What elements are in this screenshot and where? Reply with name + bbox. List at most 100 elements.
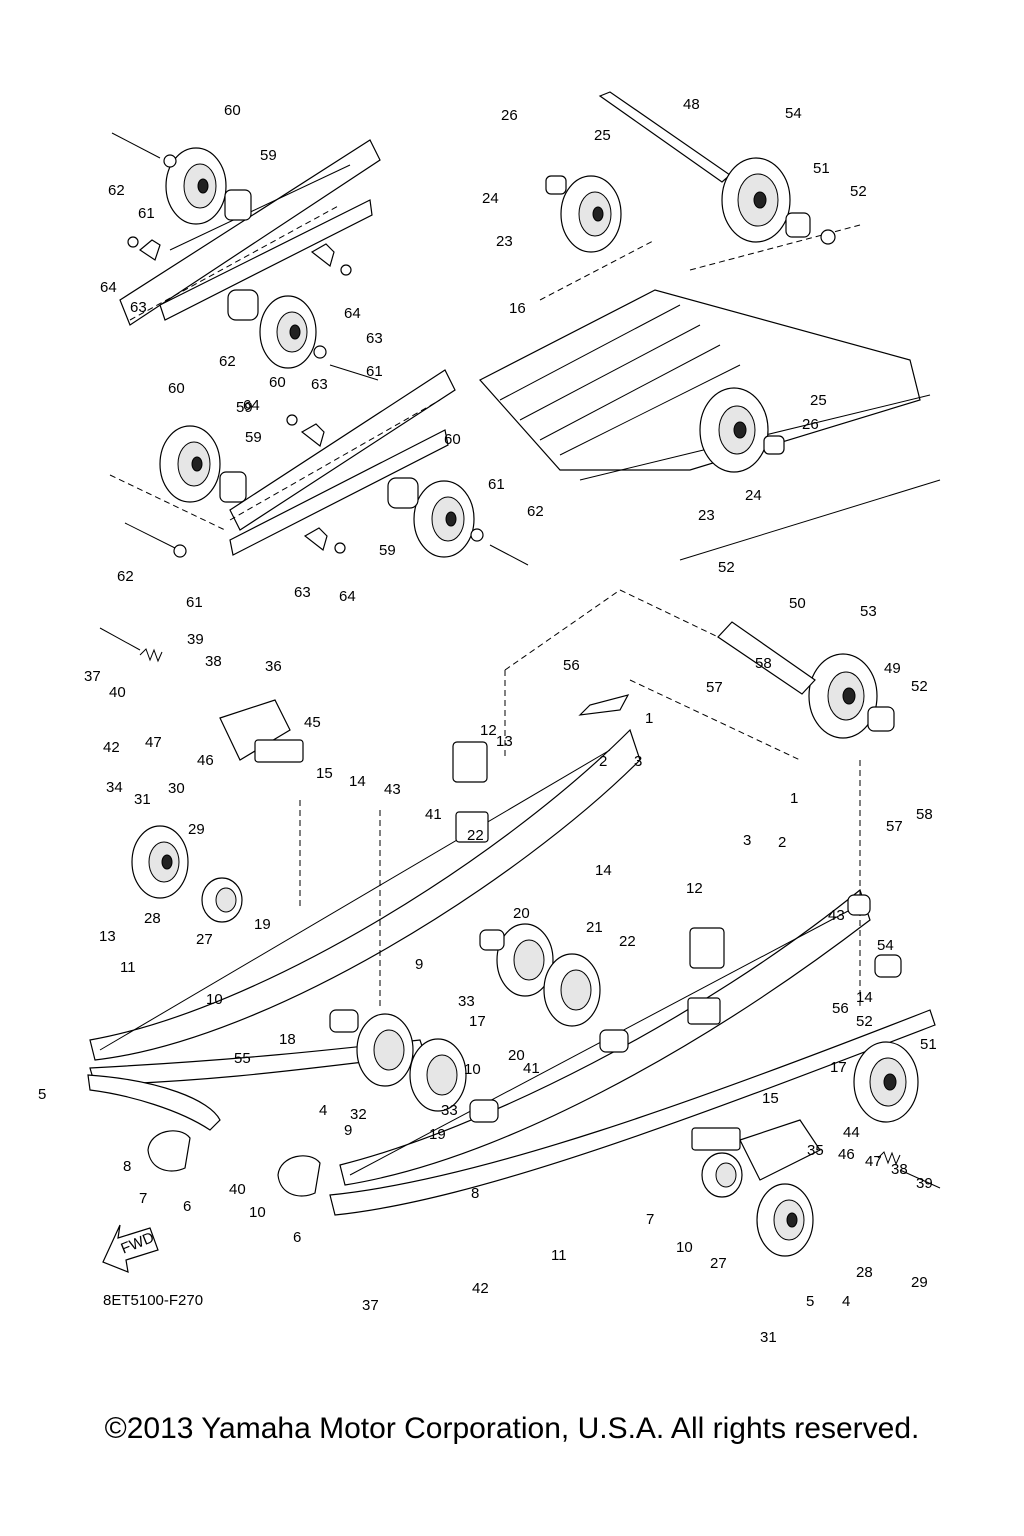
callout-8: 8 (123, 1158, 131, 1175)
callout-15: 15 (762, 1090, 779, 1107)
callout-26: 26 (802, 416, 819, 433)
upper-left-rail (109, 139, 456, 556)
callout-46: 46 (838, 1146, 855, 1163)
wheel-30-right (756, 1183, 814, 1257)
housing-35 (691, 1119, 821, 1181)
callout-49: 49 (884, 660, 901, 677)
callout-52: 52 (911, 678, 928, 695)
callout-3: 3 (743, 832, 751, 849)
callout-37: 37 (362, 1297, 379, 1314)
callout-43: 43 (828, 907, 845, 924)
callout-2: 2 (599, 753, 607, 770)
callout-64: 64 (100, 279, 117, 296)
copyright-notice: ©2013 Yamaha Motor Corporation, U.S.A. A… (104, 1412, 920, 1445)
callout-38: 38 (205, 653, 222, 670)
callout-9: 9 (415, 956, 423, 973)
callout-52: 52 (718, 559, 735, 576)
callout-20: 20 (508, 1047, 525, 1064)
callout-1: 1 (645, 710, 653, 727)
wheel-60a (165, 147, 227, 225)
callout-24: 24 (745, 487, 762, 504)
callout-59: 59 (236, 399, 253, 416)
wheels-21 (496, 923, 601, 1027)
wheel-28-right (701, 1152, 743, 1198)
callout-60: 60 (444, 431, 461, 448)
callout-51: 51 (920, 1036, 937, 1053)
callout-31: 31 (134, 791, 151, 808)
callout-26: 26 (501, 107, 518, 124)
callout-10: 10 (676, 1239, 693, 1256)
wheels-18 (356, 1013, 467, 1112)
reference-code: 8ET5100-F270 (103, 1292, 204, 1309)
wheel-60c (159, 425, 221, 503)
callout-56: 56 (563, 657, 580, 674)
callout-59: 59 (245, 429, 262, 446)
callout-46: 46 (197, 752, 214, 769)
collars-59 (219, 189, 419, 509)
callout-17: 17 (469, 1013, 486, 1030)
callout-43: 43 (384, 781, 401, 798)
callout-18: 18 (279, 1031, 296, 1048)
callout-4: 4 (319, 1102, 327, 1119)
callout-52: 52 (850, 183, 867, 200)
callout-47: 47 (865, 1153, 882, 1170)
callout-14: 14 (349, 773, 366, 790)
callout-39: 39 (187, 631, 204, 648)
callout-62: 62 (108, 182, 125, 199)
wheel-30-left (131, 825, 189, 899)
callout-5: 5 (806, 1293, 814, 1310)
callout-58: 58 (755, 655, 772, 672)
wheel-60d (413, 480, 475, 558)
callout-3: 3 (634, 753, 642, 770)
callout-61: 61 (138, 205, 155, 222)
callout-16: 16 (509, 300, 526, 317)
callout-64: 64 (339, 588, 356, 605)
wheel-53 (808, 653, 878, 739)
callout-42: 42 (103, 739, 120, 756)
wheel-23-bottom (699, 387, 769, 473)
callout-55: 55 (234, 1050, 251, 1067)
callout-2: 2 (778, 834, 786, 851)
wheel-54-lower (853, 1041, 919, 1123)
callout-45: 45 (304, 714, 321, 731)
callout-20: 20 (513, 905, 530, 922)
shaft-50 (717, 621, 816, 695)
callout-23: 23 (496, 233, 513, 250)
callout-13: 13 (496, 733, 513, 750)
shafts-misc (329, 694, 902, 1123)
fwd-arrow-icon: FWD (102, 1224, 159, 1273)
callout-24: 24 (482, 190, 499, 207)
callout-50: 50 (789, 595, 806, 612)
callout-6: 6 (293, 1229, 301, 1246)
callout-7: 7 (646, 1211, 654, 1228)
callout-22: 22 (619, 933, 636, 950)
wheel-28-left (201, 877, 243, 923)
callout-33: 33 (441, 1102, 458, 1119)
springs (99, 627, 941, 1189)
front-guides-6 (147, 1130, 321, 1197)
slide-rail-left (87, 728, 641, 1131)
callout-22: 22 (467, 827, 484, 844)
callout-23: 23 (698, 507, 715, 524)
callout-31: 31 (760, 1329, 777, 1346)
callout-61: 61 (488, 476, 505, 493)
callout-58: 58 (916, 806, 933, 823)
callout-53: 53 (860, 603, 877, 620)
callout-61: 61 (186, 594, 203, 611)
callout-44: 44 (843, 1124, 860, 1141)
callout-27: 27 (710, 1255, 727, 1272)
callout-64: 64 (344, 305, 361, 322)
callout-63: 63 (130, 299, 147, 316)
callout-10: 10 (206, 991, 223, 1008)
callout-1: 1 (790, 790, 798, 807)
callout-28: 28 (144, 910, 161, 927)
callout-36: 36 (265, 658, 282, 675)
callout-62: 62 (527, 503, 544, 520)
callout-60: 60 (224, 102, 241, 119)
callout-51: 51 (813, 160, 830, 177)
callout-63: 63 (311, 376, 328, 393)
callout-25: 25 (810, 392, 827, 409)
callout-25: 25 (594, 127, 611, 144)
callout-60: 60 (269, 374, 286, 391)
callout-38: 38 (891, 1161, 908, 1178)
